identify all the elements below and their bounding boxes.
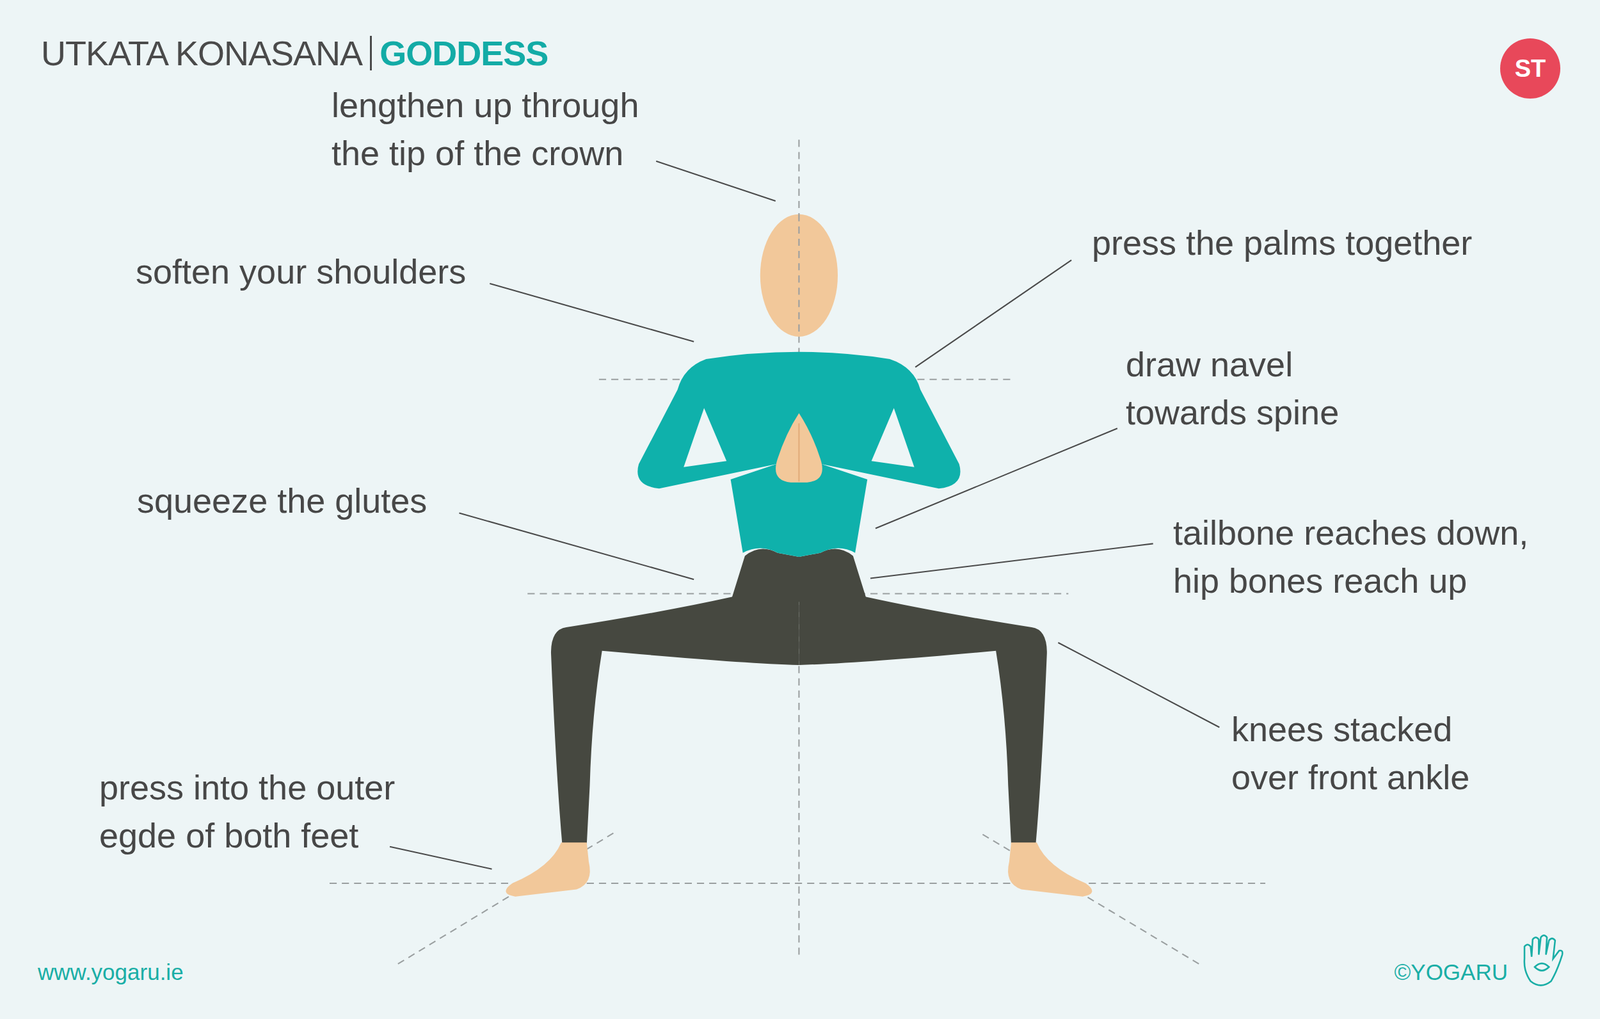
alignment-guides [329, 139, 1266, 964]
alignment-cue: lengthen up through the tip of the crown [331, 81, 642, 178]
head-guide [798, 214, 800, 337]
alignment-cue: knees stacked over front ankle [1231, 705, 1473, 802]
alignment-cue: press into the outer egde of both feet [99, 763, 399, 860]
website-url: www.yogaru.ie [37, 958, 184, 987]
hands-seam [798, 423, 800, 482]
alignment-cue: draw navel towards spine [1125, 340, 1343, 437]
badge-text: ST [1500, 38, 1561, 99]
level-badge: ST [1500, 38, 1561, 99]
legs [551, 549, 1048, 845]
alignment-cue: tailbone reaches down, hip bones reach u… [1173, 508, 1532, 605]
alignment-cue: soften your shoulders [135, 247, 466, 296]
hamsa-icon [1524, 935, 1563, 985]
copyright-note: ©YOGARU [1394, 958, 1508, 987]
alignment-cue: squeeze the glutes [136, 476, 427, 525]
badge-fill [1500, 38, 1561, 99]
pose-name: GODDESS [369, 35, 548, 71]
feet [505, 842, 1092, 896]
alignment-cue: press the palms together [1091, 218, 1472, 267]
torso [637, 352, 960, 557]
praying-hands [775, 412, 823, 482]
head [760, 214, 838, 337]
pose-title: UTKATA KONASANA [40, 32, 363, 75]
leader-lines [389, 161, 1220, 870]
